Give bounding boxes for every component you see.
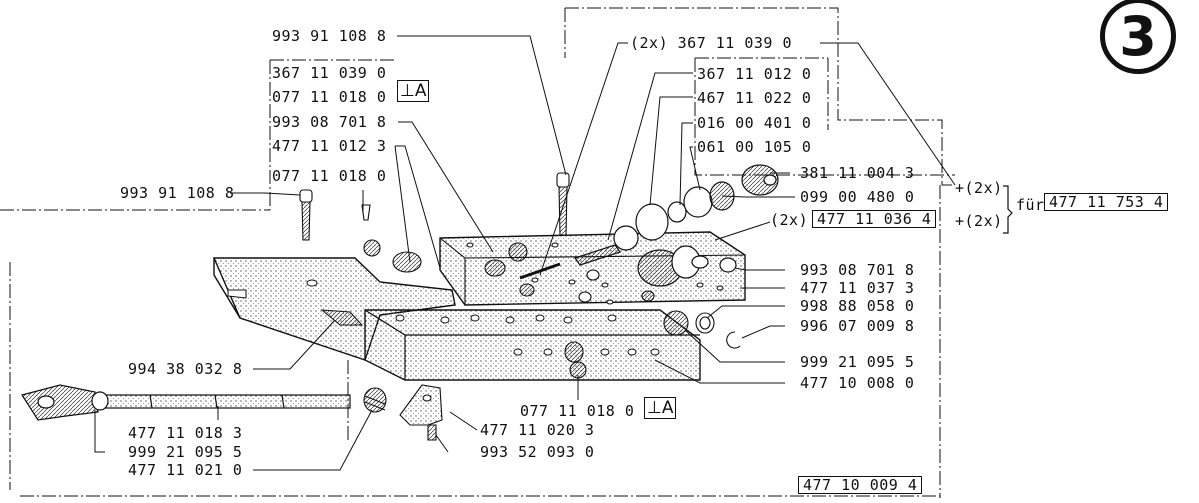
part-label-999210955-left: 999 21 095 5	[128, 443, 243, 461]
ground-icon: ⊥	[647, 398, 662, 418]
ground-icon: ⊥	[400, 81, 415, 101]
group-bracket	[1003, 185, 1013, 234]
part-label-477110364-qty: (2x)	[770, 211, 809, 229]
group-qty-a: +(2x)	[955, 179, 1003, 197]
la-symbol-letter: A	[414, 81, 427, 101]
group-qty-b: +(2x)	[955, 212, 1003, 230]
part-label-477110364: 477 11 036 4	[812, 210, 937, 228]
part-label-993520930: 993 52 093 0	[480, 443, 595, 461]
part-label-381110043: 381 11 004 3	[800, 164, 915, 182]
part-label-993911088-left: 993 91 108 8	[120, 184, 235, 202]
part-label-077110180-c: 077 11 018 0	[520, 402, 635, 420]
la-symbol-letter: A	[661, 398, 674, 418]
main-block	[364, 309, 701, 381]
part-label-477110210: 477 11 021 0	[128, 461, 243, 479]
part-label-477110203: 477 11 020 3	[480, 421, 595, 439]
part-label-367110120: 367 11 012 0	[697, 65, 812, 83]
part-label-993087018-right: 993 08 701 8	[800, 261, 915, 279]
part-label-016004010: 016 00 401 0	[697, 114, 812, 132]
part-label-996070098: 996 07 009 8	[800, 317, 915, 335]
part-label-477100080: 477 10 008 0	[800, 374, 915, 392]
part-label-367110390-2x: (2x) 367 11 039 0	[630, 34, 793, 52]
la-symbol-box-a: ⊥A	[397, 80, 430, 102]
part-label-077110180-a: 077 11 018 0	[272, 88, 387, 106]
part-label-477110183: 477 11 018 3	[128, 424, 243, 442]
part-label-061001050: 061 00 105 0	[697, 138, 812, 156]
part-label-099004800: 099 00 480 0	[800, 188, 915, 206]
assembly-boundary-lines	[0, 7, 955, 498]
part-label-477110123: 477 11 012 3	[272, 137, 387, 155]
part-label-994380328: 994 38 032 8	[128, 360, 243, 378]
spring-and-lever	[363, 384, 443, 441]
shaft-with-handle	[21, 384, 351, 421]
group-fuer-label: für	[1016, 196, 1045, 214]
screws	[299, 172, 741, 379]
group-part-label-477117534: 477 11 753 4	[1044, 193, 1169, 211]
part-label-477110373: 477 11 037 3	[800, 279, 915, 297]
part-label-077110180-b: 077 11 018 0	[272, 167, 387, 185]
page-number-badge: 3	[1100, 0, 1176, 74]
la-symbol-box-b: ⊥A	[644, 397, 677, 419]
part-label-993087018-left: 993 08 701 8	[272, 113, 387, 131]
leader-lines	[94, 35, 956, 471]
base-frame	[212, 257, 456, 361]
gear-train	[519, 164, 779, 287]
part-label-999210955-right: 999 21 095 5	[800, 353, 915, 371]
assembly-part-label-477100094: 477 10 009 4	[798, 476, 923, 494]
part-label-993911088-top: 993 91 108 8	[272, 27, 387, 45]
part-label-367110390: 367 11 039 0	[272, 64, 387, 82]
part-label-998880580: 998 88 058 0	[800, 297, 915, 315]
part-label-467110220: 467 11 022 0	[697, 89, 812, 107]
